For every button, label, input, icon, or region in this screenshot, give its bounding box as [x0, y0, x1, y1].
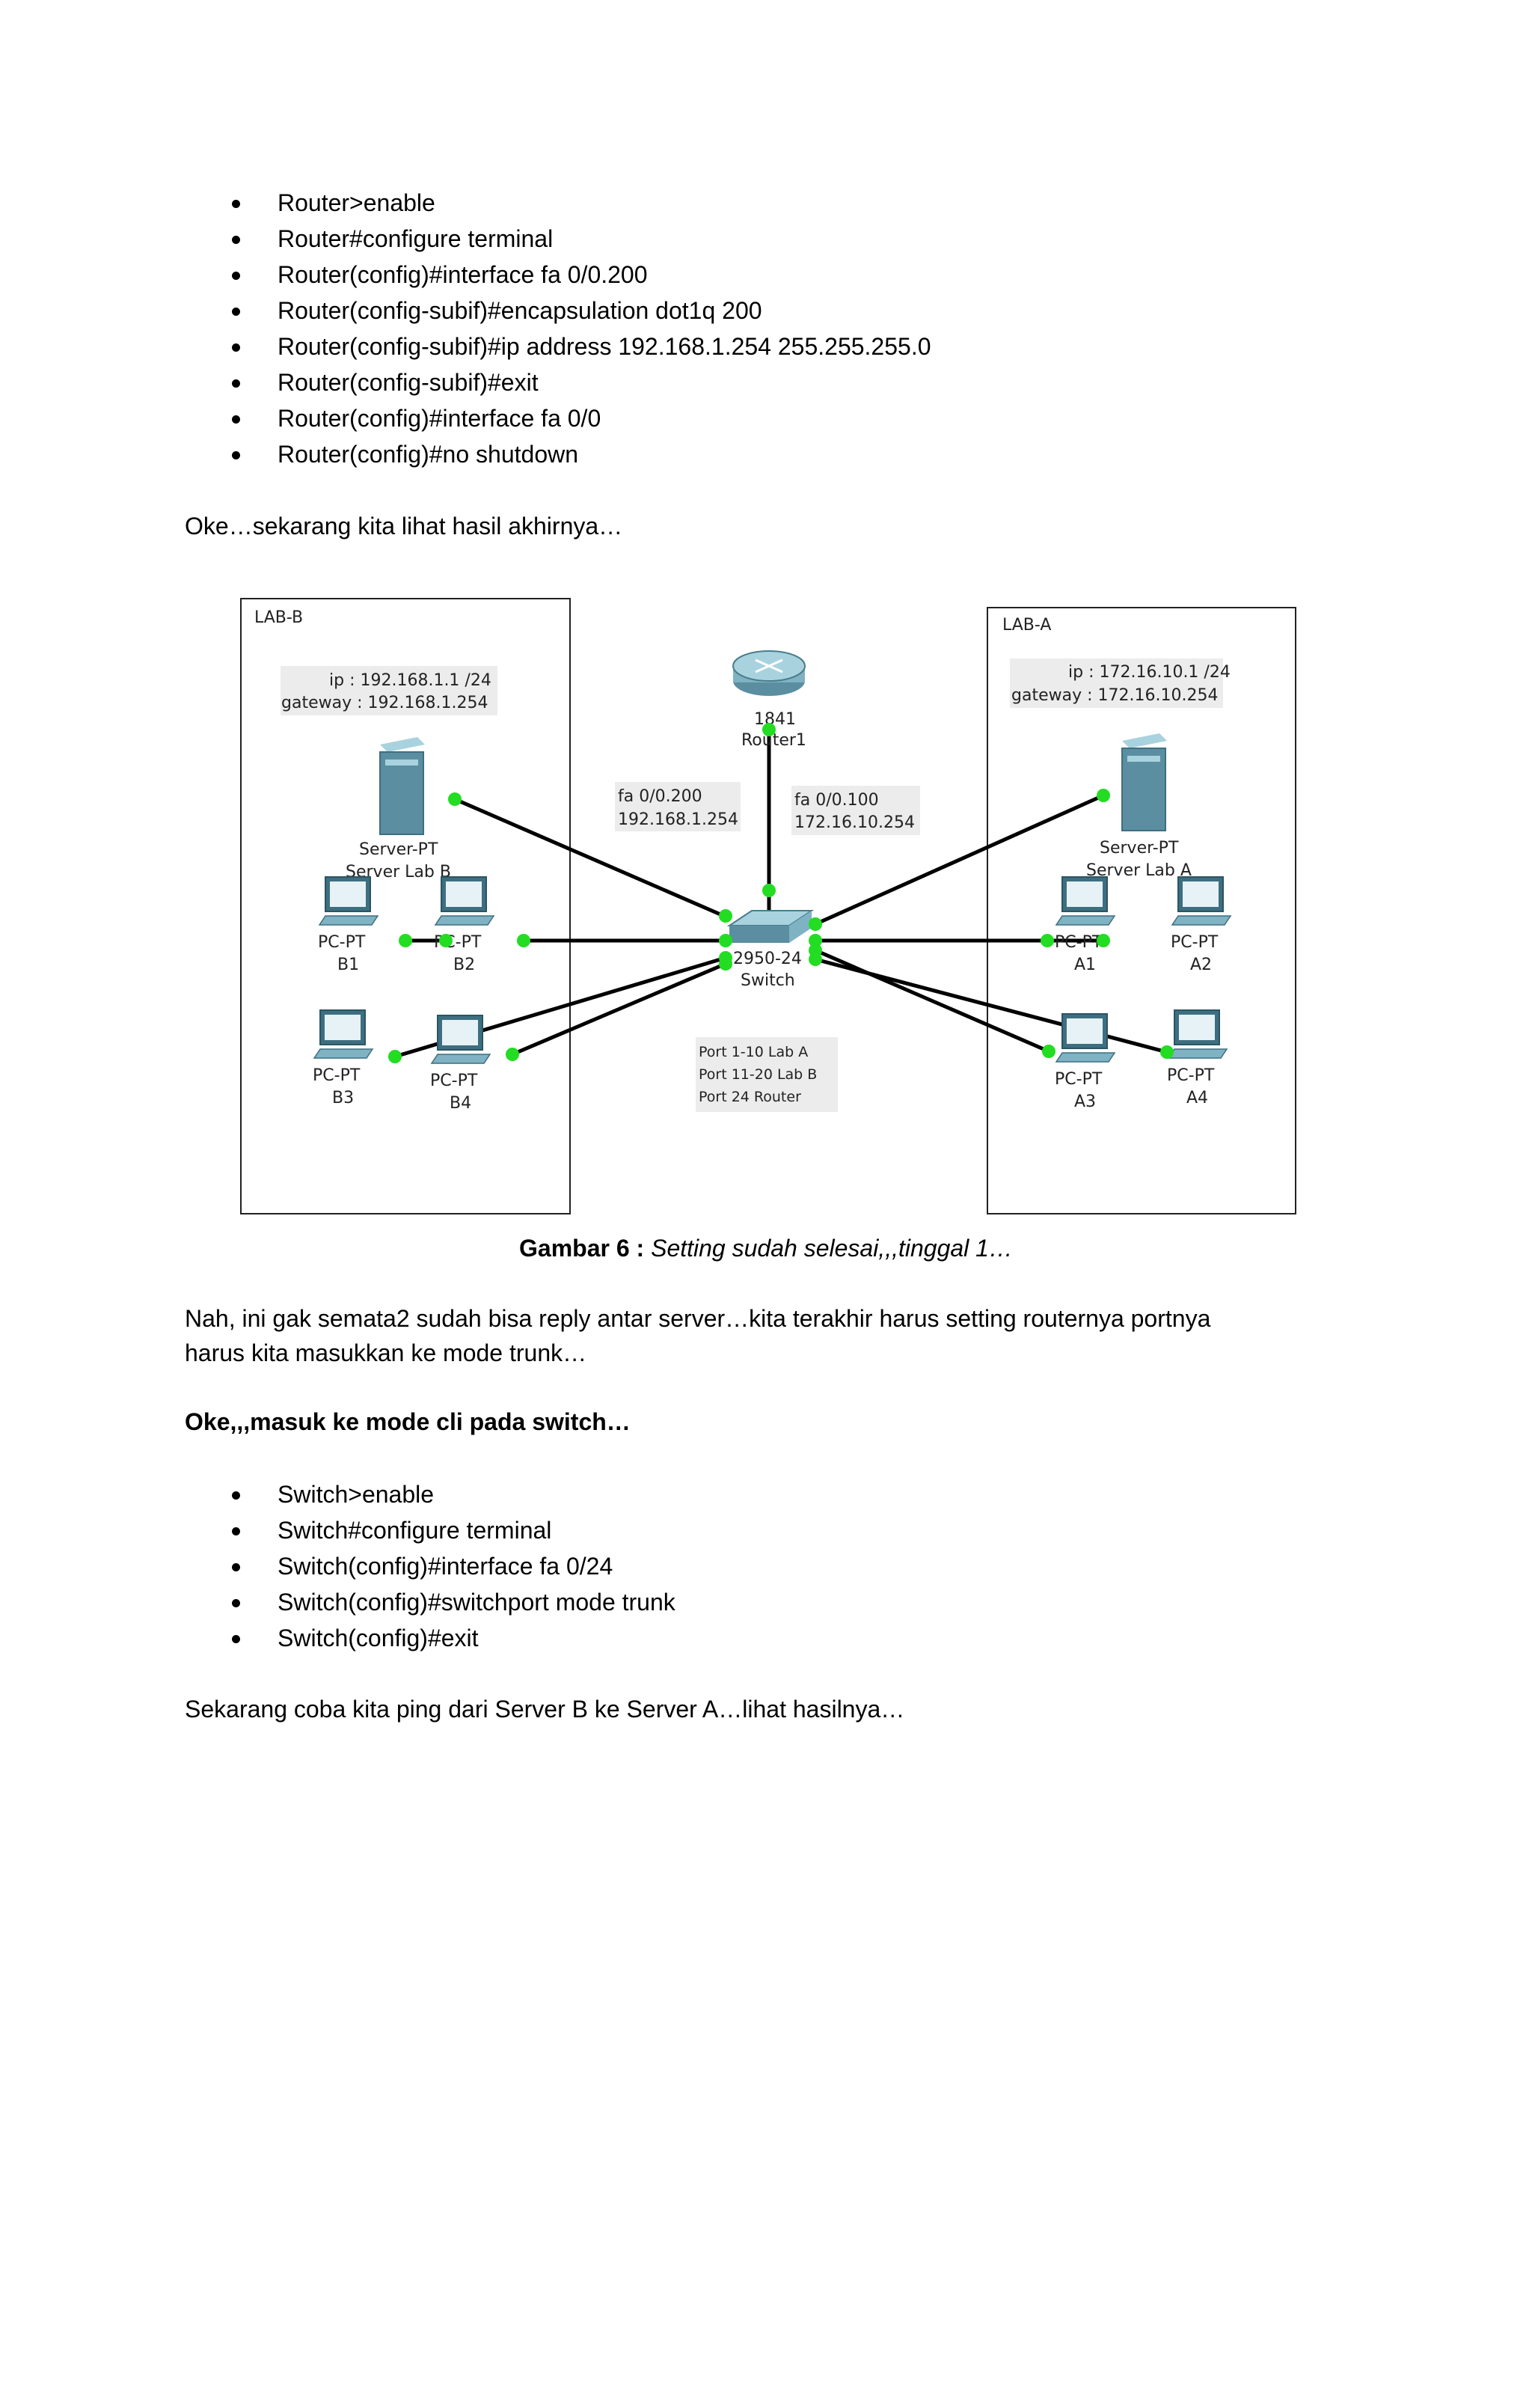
- lab-b-ip: ip : 192.168.1.1 /24: [329, 671, 491, 690]
- port-status-dot: [399, 934, 412, 947]
- sub200-ip: 192.168.1.254: [618, 810, 738, 829]
- pc-b2-icon: [434, 876, 495, 926]
- lab-a-box: [987, 607, 1296, 1214]
- list-item: Switch(config)#switchport mode trunk: [0, 1584, 675, 1620]
- port-status-dot: [1097, 934, 1110, 947]
- switch-command-list: Switch>enable Switch#configure terminal …: [0, 1476, 675, 1656]
- sub100-if: fa 0/0.100: [794, 791, 879, 810]
- port-note-1: Port 1-10 Lab A: [699, 1044, 808, 1060]
- server-b-icon: [379, 737, 425, 835]
- pc-b3-icon: [313, 1009, 374, 1059]
- pc-type-label: PC-PT: [1055, 1070, 1103, 1089]
- switch-model: 2950-24: [733, 950, 802, 968]
- list-item: Router(config)#interface fa 0/0.200: [0, 257, 931, 293]
- network-diagram: LAB-B LAB-A ip : 192.168.1.1 /24 gateway…: [232, 591, 1302, 1220]
- pc-type-label: PC-PT: [1167, 1066, 1215, 1085]
- port-status-dot: [809, 917, 822, 931]
- pc-type-label: PC-PT: [430, 1072, 478, 1090]
- pc-name-label: A4: [1186, 1089, 1208, 1107]
- router-model: 1841: [754, 710, 796, 729]
- link-a3: [815, 948, 1050, 1054]
- port-status-dot: [719, 909, 732, 923]
- port-status-dot: [388, 1050, 402, 1063]
- port-status-dot: [448, 792, 462, 806]
- lab-b-gateway: gateway : 192.168.1.254: [281, 694, 488, 712]
- list-item: Switch(config)#exit: [0, 1620, 675, 1656]
- switch-icon: [726, 910, 815, 943]
- pc-b4-icon: [430, 1015, 491, 1064]
- pc-type-label: PC-PT: [1055, 933, 1103, 952]
- link-a4: [815, 957, 1168, 1054]
- pc-a3-icon: [1055, 1013, 1116, 1063]
- server-a-icon: [1121, 733, 1167, 831]
- port-status-dot: [719, 957, 732, 971]
- pc-name-label: A3: [1074, 1093, 1096, 1111]
- list-item: Switch>enable: [0, 1476, 675, 1512]
- caption-text: Setting sudah selesai,,,tinggal 1…: [644, 1235, 1013, 1262]
- pc-name-label: B3: [332, 1089, 354, 1107]
- list-item: Router(config)#no shutdown: [0, 436, 931, 472]
- port-status-dot: [809, 934, 822, 947]
- router-icon: [732, 650, 806, 696]
- list-item: Router(config)#interface fa 0/0: [0, 400, 931, 436]
- port-status-dot: [1160, 1045, 1174, 1059]
- port-status-dot: [1097, 789, 1110, 802]
- lab-a-label: LAB-A: [1002, 616, 1051, 635]
- port-status-dot: [506, 1048, 519, 1061]
- pc-a2-icon: [1171, 876, 1232, 926]
- pc-type-label: PC-PT: [313, 1066, 361, 1085]
- lab-a-gateway: gateway : 172.16.10.254: [1011, 686, 1218, 705]
- link-b4: [512, 962, 726, 1057]
- list-item: Router(config-subif)#ip address 192.168.…: [0, 328, 931, 364]
- list-item: Router#configure terminal: [0, 221, 931, 257]
- lab-b-box: [240, 598, 571, 1214]
- port-status-dot: [809, 953, 822, 966]
- sub200-if: fa 0/0.200: [618, 787, 702, 806]
- list-item: Router(config-subif)#exit: [0, 364, 931, 400]
- port-note-2: Port 11-20 Lab B: [699, 1066, 817, 1083]
- lab-b-label: LAB-B: [254, 608, 303, 627]
- pc-type-label: PC-PT: [318, 933, 366, 952]
- port-status-dot: [439, 934, 453, 947]
- paragraph-result: Oke…sekarang kita lihat hasil akhirnya…: [185, 513, 623, 540]
- port-status-dot: [1041, 934, 1054, 947]
- port-status-dot: [719, 934, 732, 947]
- link-server-a: [814, 793, 1105, 926]
- list-item: Switch#configure terminal: [0, 1512, 675, 1548]
- paragraph-reply-2: harus kita masukkan ke mode trunk…: [185, 1339, 587, 1366]
- pc-group: PC-PTB1PC-PTB2PC-PTB3PC-PTB4PC-PTA1PC-PT…: [313, 876, 1232, 1113]
- port-status-dot: [762, 884, 776, 897]
- router-command-list: Router>enable Router#configure terminal …: [0, 185, 931, 472]
- port-status-dot: [517, 934, 530, 947]
- pc-a4-icon: [1167, 1009, 1228, 1059]
- switch-name: Switch: [741, 971, 795, 990]
- pc-name-label: B2: [453, 956, 475, 974]
- paragraph-reply: Nah, ini gak semata2 sudah bisa reply an…: [185, 1305, 1211, 1332]
- pc-type-label: PC-PT: [1171, 933, 1219, 952]
- lab-a-ip: ip : 172.16.10.1 /24: [1068, 663, 1231, 682]
- paragraph-ping: Sekarang coba kita ping dari Server B ke…: [185, 1696, 905, 1723]
- port-status-dot: [762, 723, 776, 736]
- network-links: [394, 730, 1168, 1059]
- list-item: Router(config-subif)#encapsulation dot1q…: [0, 293, 931, 328]
- sub100-ip: 172.16.10.254: [794, 813, 915, 832]
- list-item: Router>enable: [0, 185, 931, 221]
- port-note-3: Port 24 Router: [699, 1089, 801, 1105]
- pc-b1-icon: [318, 876, 379, 926]
- pc-name-label: A2: [1190, 956, 1212, 974]
- pc-name-label: A1: [1074, 956, 1096, 974]
- pc-a1-icon: [1055, 876, 1116, 926]
- caption-label: Gambar 6 :: [519, 1235, 645, 1262]
- server-b-type: Server-PT: [359, 840, 438, 859]
- link-server-b: [454, 797, 726, 919]
- list-item: Switch(config)#interface fa 0/24: [0, 1548, 675, 1584]
- pc-name-label: B4: [450, 1094, 471, 1113]
- port-status-dot: [1042, 1045, 1055, 1058]
- pc-name-label: B1: [337, 956, 359, 974]
- server-a-type: Server-PT: [1100, 839, 1179, 858]
- figure-caption: Gambar 6 : Setting sudah selesai,,,tingg…: [0, 1232, 1532, 1264]
- heading-cli: Oke,,,masuk ke mode cli pada switch…: [185, 1408, 631, 1435]
- port-status-group: [388, 723, 1174, 1063]
